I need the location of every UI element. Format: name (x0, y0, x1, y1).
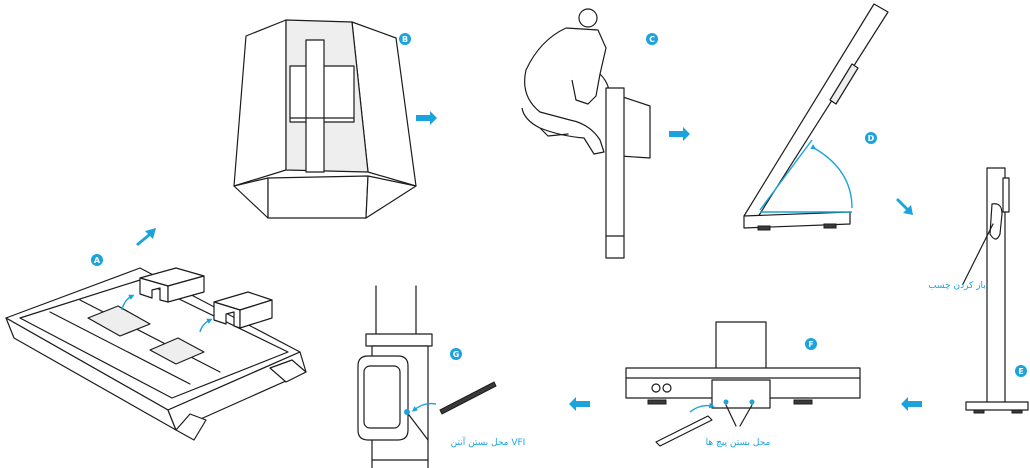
arrow-c-to-d (669, 127, 690, 141)
step-g-illustration (357, 285, 497, 468)
arrow-e-to-f (901, 397, 922, 411)
step-e-badge: E (1015, 365, 1027, 377)
step-f-badge: F (805, 338, 817, 350)
step-g-badge: G (450, 348, 462, 360)
step-c-letter: C (649, 35, 655, 44)
step-c-illustration (521, 8, 651, 259)
step-a-letter: A (94, 256, 101, 265)
antenna-location-label: محل بستن آنتن VFI (451, 436, 526, 448)
step-e-letter: E (1018, 367, 1023, 376)
arrow-f-to-g (569, 397, 590, 411)
step-d-letter: D (868, 134, 875, 143)
step-b-illustration (233, 19, 417, 219)
step-f-illustration (625, 321, 861, 447)
step-d-illustration (743, 3, 889, 231)
arrow-a-to-b (136, 228, 156, 246)
screw-location-label: محل بستن پیچ ها (706, 438, 771, 448)
step-b-badge: B (399, 33, 411, 45)
arrow-b-to-c (416, 111, 437, 125)
step-c-badge: C (646, 33, 658, 45)
step-f-letter: F (808, 340, 813, 349)
step-d-badge: D (865, 132, 877, 144)
tape-removal-label: باز کردن چسب (928, 281, 986, 291)
arrow-d-to-e (896, 198, 913, 215)
step-a-illustration (5, 267, 307, 441)
step-b-letter: B (402, 35, 408, 44)
step-e-illustration (962, 167, 1029, 414)
step-g-letter: G (453, 350, 460, 359)
step-a-badge: A (91, 254, 103, 266)
